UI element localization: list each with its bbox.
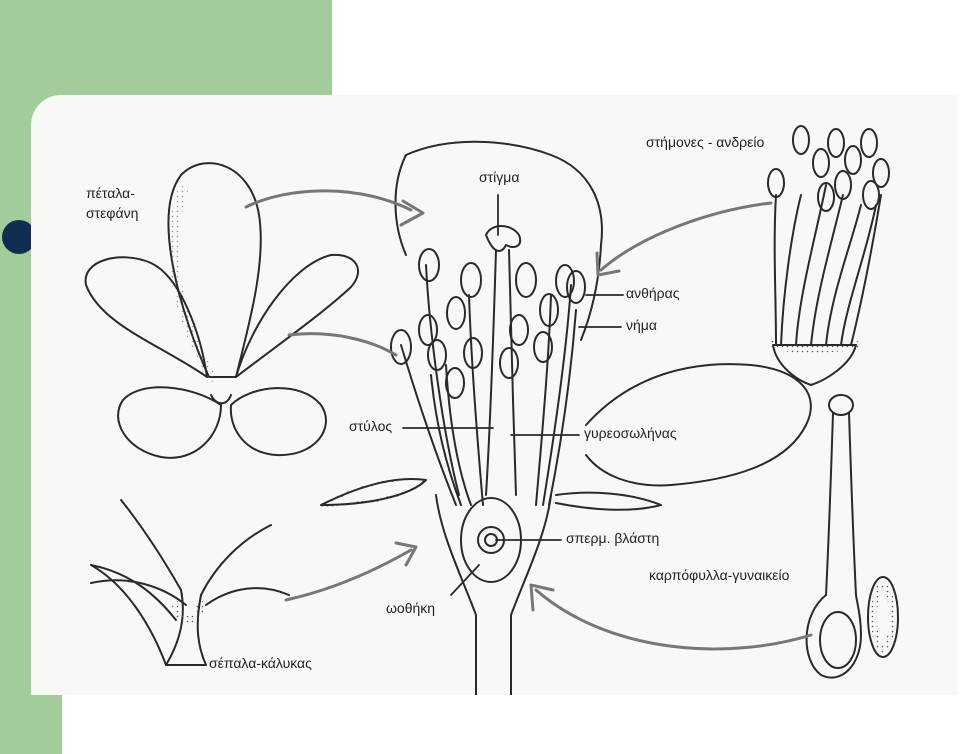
- arrow-stamens-to-flower: [599, 201, 773, 272]
- label-pollen-tube: γυρεοσωλήνας: [584, 425, 677, 441]
- bullet-dot: [2, 220, 36, 254]
- arrowhead-petals: [399, 199, 425, 227]
- label-petals: πέταλα- στεφάνη: [86, 185, 139, 221]
- label-sepals: σέπαλα-κάλυκας: [209, 655, 312, 671]
- label-stigma: στίγμα: [479, 169, 520, 185]
- leader-lines: [402, 194, 624, 596]
- arrowhead-stamens: [595, 251, 621, 277]
- arrow-carpel-to-flower: [534, 588, 813, 651]
- label-anther: ανθήρας: [626, 285, 680, 301]
- central-flower-drawing: [319, 140, 812, 695]
- flower-diagram-panel: πέταλα- στεφάνη στίγμα στήμονες - ανδρεί…: [31, 95, 957, 695]
- label-ovule: σπερμ. βλάστη: [566, 530, 660, 546]
- pointer-petal-to-anther: [287, 332, 398, 357]
- connection-arrows: [244, 189, 813, 651]
- label-filament: νήμα: [626, 317, 657, 333]
- carpel-drawing: [805, 394, 899, 679]
- arrow-sepals-to-flower: [284, 548, 413, 602]
- label-stamens: στήμονες - ανδρείο: [646, 134, 765, 150]
- sepals-drawing: [90, 499, 290, 666]
- arrowhead-carpel: [529, 583, 555, 612]
- flower-diagram: [84, 125, 899, 695]
- leader-ovary: [450, 564, 480, 596]
- label-ovary: ωοθήκη: [386, 600, 436, 616]
- label-style: στύλος: [349, 418, 393, 434]
- arrowhead-sepals: [394, 541, 418, 567]
- petals-drawing: [84, 162, 360, 459]
- label-carpels: καρπόφυλλα-γυναικείο: [649, 567, 790, 583]
- arrow-petals-to-flower: [244, 189, 413, 212]
- stamens-drawing: [767, 125, 890, 386]
